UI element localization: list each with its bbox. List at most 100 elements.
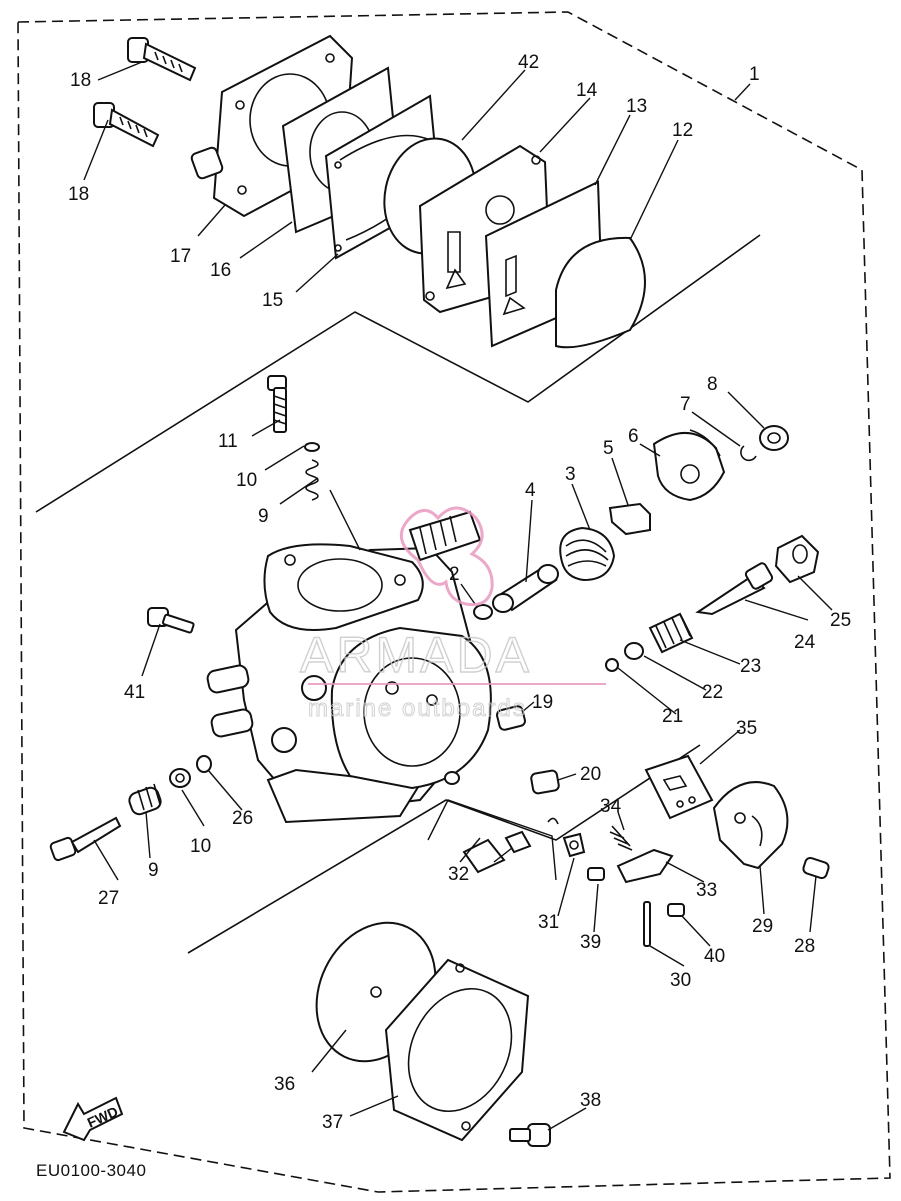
screw-18-lower	[93, 102, 160, 148]
washer-10-upper	[304, 442, 320, 452]
pin-30	[643, 901, 651, 947]
callout-10-upper: 10	[236, 470, 257, 491]
callout-3: 3	[565, 464, 576, 485]
watermark-logo-icon	[400, 506, 494, 607]
screw-41	[147, 607, 195, 634]
upper-group-outline	[35, 234, 761, 513]
washer-22	[624, 642, 644, 660]
pump-stack	[93, 34, 646, 349]
callout-22: 22	[702, 682, 723, 703]
clip-32	[547, 817, 559, 825]
watermark-tagline: marine outboards	[308, 695, 527, 722]
callout-8: 8	[707, 374, 718, 395]
callout-5: 5	[603, 438, 614, 459]
callout-40: 40	[704, 946, 725, 967]
washer-10-lower	[169, 768, 191, 788]
callout-24: 24	[794, 632, 816, 653]
callout-29: 29	[752, 916, 773, 937]
assembly-boundary	[17, 11, 891, 1193]
callout-21: 21	[662, 706, 683, 727]
cover-37	[384, 958, 530, 1142]
fwd-arrow-icon: FWD	[62, 1096, 124, 1142]
callout-7: 7	[680, 394, 691, 415]
screw-18-upper	[127, 37, 197, 82]
washer-2	[473, 604, 493, 620]
pin-28	[802, 856, 830, 880]
limiter-cap-25	[774, 534, 820, 584]
drawing-code: EU0100-3040	[36, 1161, 146, 1180]
plug-20	[530, 769, 560, 795]
throttle-lever-6	[652, 429, 726, 502]
spring-9-lower	[128, 783, 162, 816]
spring-23	[648, 612, 694, 654]
callout-30: 30	[670, 970, 691, 991]
callout-33: 33	[696, 880, 717, 901]
callout-12: 12	[672, 120, 693, 141]
callout-36: 36	[274, 1074, 295, 1095]
callout-18-lower: 18	[68, 184, 89, 205]
callout-28: 28	[794, 936, 815, 957]
clip-7	[740, 445, 757, 462]
fwd-label: FWD	[85, 1103, 121, 1131]
needle-valve-seat-32	[462, 838, 506, 874]
lower-group-outline	[187, 744, 701, 954]
callout-20: 20	[580, 764, 601, 785]
callout-11: 11	[218, 431, 238, 452]
callout-31: 31	[538, 912, 559, 933]
bracket-5	[608, 502, 651, 536]
callout-2: 2	[449, 564, 460, 585]
callout-17: 17	[170, 246, 191, 267]
mixture-needle-24	[695, 562, 774, 616]
callout-27: 27	[98, 888, 119, 909]
screw-40	[667, 903, 685, 917]
plate-35	[644, 754, 714, 820]
callout-34: 34	[600, 796, 622, 817]
screw-39	[587, 867, 605, 881]
o-ring-21	[605, 658, 619, 672]
callout-23: 23	[740, 656, 761, 677]
float-arm-33	[616, 848, 674, 884]
leader-lines	[83, 61, 833, 1131]
diaphragm-12	[555, 236, 646, 349]
pilot-screw-27	[49, 816, 122, 862]
carburetor-body	[206, 510, 492, 824]
callout-14: 14	[576, 80, 598, 101]
callout-9-lower: 9	[148, 860, 159, 881]
callout-35: 35	[736, 718, 757, 739]
callout-18-upper: 18	[70, 70, 91, 91]
callout-32: 32	[448, 864, 469, 885]
armada-watermark: ARMADA marine outboards	[299, 506, 606, 723]
shaft-4	[492, 564, 559, 613]
callout-15: 15	[262, 290, 283, 311]
nut-8	[759, 425, 789, 451]
callout-42: 42	[518, 52, 539, 73]
callout-6: 6	[628, 426, 639, 447]
callout-25: 25	[830, 610, 851, 631]
callout-37: 37	[322, 1112, 343, 1133]
o-ring-32	[444, 771, 460, 785]
callout-19: 19	[532, 692, 553, 713]
callout-38: 38	[580, 1090, 601, 1111]
watermark-brand: ARMADA	[300, 627, 532, 683]
needle-32	[504, 830, 532, 854]
return-spring-3	[559, 526, 616, 582]
spring-34	[609, 825, 633, 851]
callout-10-lower: 10	[190, 836, 211, 857]
callout-26: 26	[232, 808, 253, 829]
plug-19	[496, 705, 526, 731]
cam-29	[712, 781, 789, 870]
idle-screw-11	[267, 375, 287, 433]
callout-13: 13	[626, 96, 647, 117]
callout-39: 39	[580, 932, 601, 953]
callout-9-upper: 9	[258, 506, 269, 527]
callout-labels: 1 2 3 4 5 6 7 8 9 9 10 10 11 12 13 14 15…	[68, 52, 851, 1133]
callout-1: 1	[749, 64, 760, 85]
callout-16: 16	[210, 260, 231, 281]
screw-38	[509, 1123, 551, 1147]
lever-31	[562, 832, 586, 858]
callout-41: 41	[124, 682, 145, 703]
o-ring-26	[196, 755, 212, 773]
spring-9-upper	[305, 459, 319, 501]
callout-4: 4	[525, 480, 536, 501]
